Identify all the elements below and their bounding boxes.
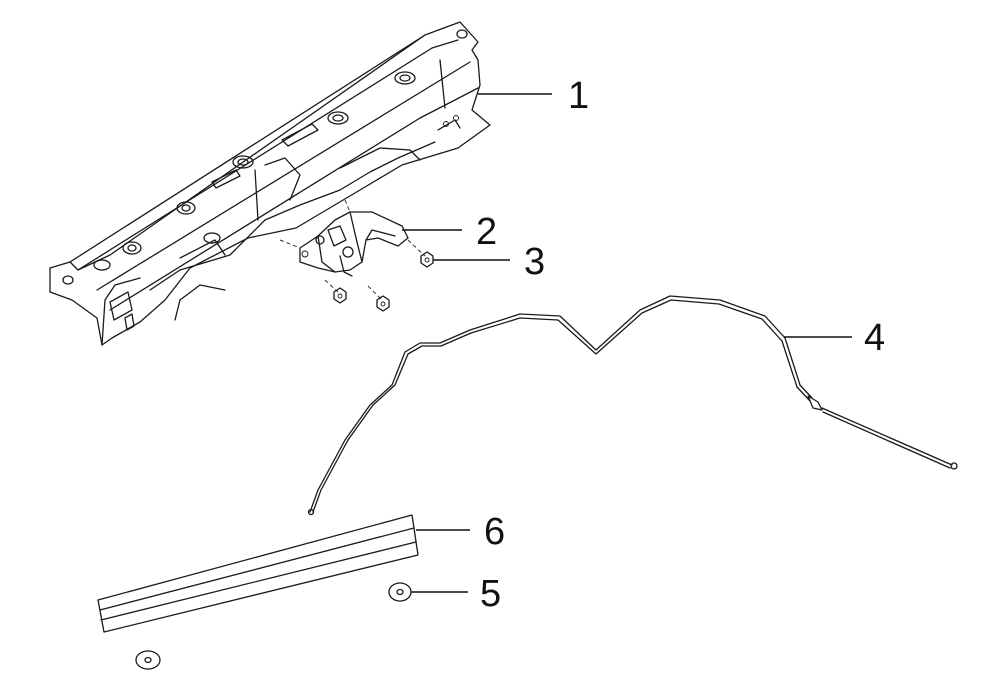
part-2-hood-latch bbox=[279, 199, 409, 277]
part-4-release-cable bbox=[307, 295, 958, 516]
part-5-clips bbox=[135, 582, 412, 670]
clip-b bbox=[135, 650, 161, 670]
part-3-bolts bbox=[324, 239, 434, 312]
bolt-b bbox=[324, 279, 347, 304]
part-6-insulator bbox=[97, 514, 419, 633]
bolt-c bbox=[367, 285, 390, 312]
callout-5: 5 bbox=[480, 573, 501, 615]
bolt-a bbox=[407, 239, 434, 268]
clip-a bbox=[388, 582, 412, 602]
callout-1: 1 bbox=[568, 75, 589, 117]
callout-6: 6 bbox=[484, 511, 505, 553]
callout-4: 4 bbox=[864, 317, 885, 359]
callout-3: 3 bbox=[524, 241, 545, 283]
callout-2: 2 bbox=[476, 211, 497, 253]
leader-lines bbox=[402, 93, 852, 593]
part-1-front-crossmember bbox=[49, 21, 491, 346]
